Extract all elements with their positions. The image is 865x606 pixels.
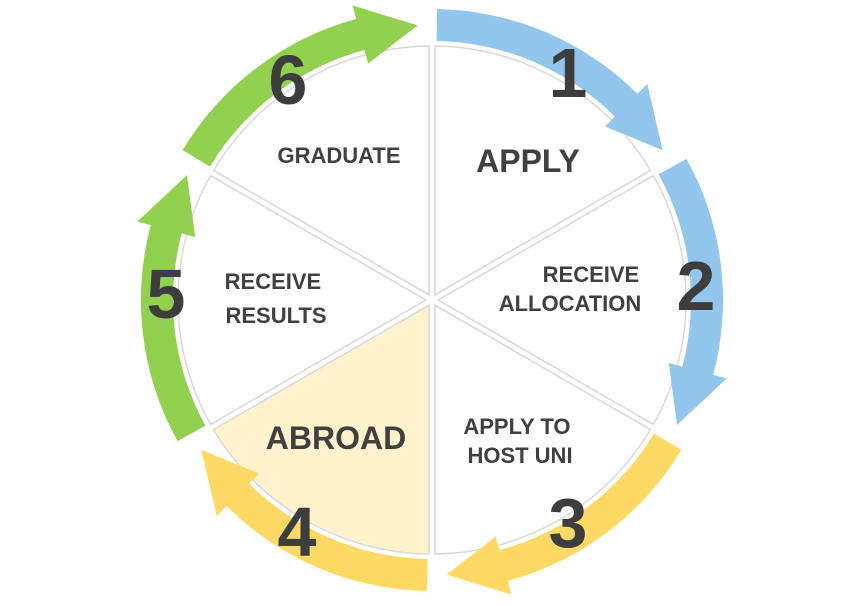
- slice-step-4: [212, 303, 430, 555]
- step-1-number: 1: [549, 34, 588, 112]
- step-3-number: 3: [549, 484, 588, 562]
- step-2-label-line-2: ALLOCATION: [499, 291, 642, 316]
- step-2-number: 2: [677, 247, 716, 325]
- step-5-number: 5: [147, 255, 186, 333]
- step-1-label-line-1: APPLY: [476, 143, 580, 179]
- step-5-label-line-2: RESULTS: [225, 303, 326, 328]
- slice-step-5: [177, 174, 428, 426]
- arrow-step-3: [446, 433, 682, 595]
- step-2-label: RECEIVE ALLOCATION: [499, 262, 646, 316]
- step-6-label-line-1: GRADUATE: [277, 143, 400, 168]
- step-6-number: 6: [269, 41, 308, 119]
- slice-step-3: [434, 303, 652, 555]
- step-1-label: APPLY: [476, 143, 580, 179]
- step-3-label: APPLY TO HOST UNI: [463, 414, 576, 468]
- arrow-step-4: [201, 449, 428, 591]
- arrow-step-6: [182, 5, 418, 167]
- slice-step-1: [434, 45, 652, 297]
- slices-layer: [177, 45, 687, 555]
- step-2-label-line-1: RECEIVE: [543, 262, 640, 287]
- step-6-label: GRADUATE: [277, 143, 400, 168]
- step-4-number: 4: [278, 493, 317, 571]
- labels-layer: 1 APPLY 2 RECEIVE ALLOCATION 3 APPLY TO …: [147, 34, 716, 571]
- arrow-step-5: [137, 175, 206, 442]
- step-5-label-line-1: RECEIVE: [225, 269, 322, 294]
- arrows-layer: [137, 5, 727, 595]
- slice-step-2: [436, 174, 687, 426]
- step-3-label-line-1: APPLY TO: [463, 414, 570, 439]
- step-4-label-line-1: ABROAD: [266, 420, 406, 456]
- slice-step-6: [212, 45, 430, 297]
- step-4-label: ABROAD: [266, 420, 406, 456]
- arrow-step-1: [436, 9, 663, 151]
- step-3-label-line-2: HOST UNI: [467, 443, 572, 468]
- arrow-step-2: [658, 158, 727, 425]
- step-5-label: RECEIVE RESULTS: [225, 269, 328, 328]
